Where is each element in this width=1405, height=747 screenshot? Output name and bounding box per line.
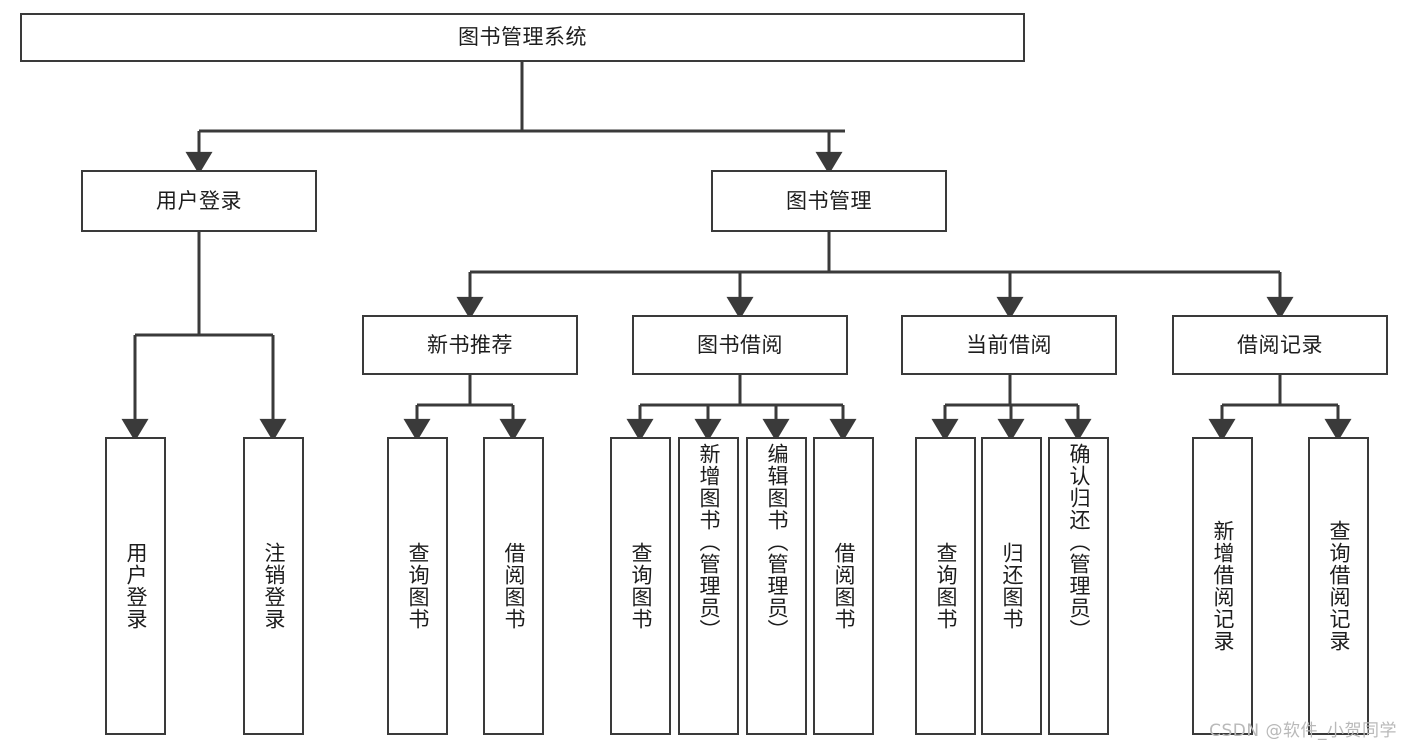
node-leaf-query-record[interactable]: 查询借阅记录 (1308, 437, 1369, 735)
node-new-book-recommend[interactable]: 新书推荐 (362, 315, 578, 375)
node-borrow-record[interactable]: 借阅记录 (1172, 315, 1388, 375)
node-leaf-confirm-return[interactable]: 确认归还（管理员） (1048, 437, 1109, 735)
node-leaf-user-login[interactable]: 用户登录 (105, 437, 166, 735)
node-leaf-query-book-1-label: 查询图书 (405, 542, 430, 630)
node-leaf-logout[interactable]: 注销登录 (243, 437, 304, 735)
node-leaf-user-login-label: 用户登录 (123, 542, 148, 630)
node-user-login-label: 用户登录 (156, 188, 242, 213)
node-book-manage-label: 图书管理 (786, 188, 872, 213)
node-leaf-return-book-label: 归还图书 (999, 542, 1024, 630)
node-leaf-logout-label: 注销登录 (261, 542, 286, 630)
node-leaf-edit-book[interactable]: 编辑图书（管理员） (746, 437, 807, 735)
node-leaf-query-book-1[interactable]: 查询图书 (387, 437, 448, 735)
node-leaf-add-record-label: 新增借阅记录 (1210, 520, 1235, 652)
node-current-borrow-label: 当前借阅 (966, 332, 1052, 357)
node-new-book-recommend-label: 新书推荐 (427, 332, 513, 357)
node-leaf-borrow-book-2[interactable]: 借阅图书 (813, 437, 874, 735)
node-current-borrow[interactable]: 当前借阅 (901, 315, 1117, 375)
node-leaf-query-book-3-label: 查询图书 (933, 542, 958, 630)
node-leaf-borrow-book-1-label: 借阅图书 (501, 542, 526, 630)
node-leaf-add-record[interactable]: 新增借阅记录 (1192, 437, 1253, 735)
node-leaf-return-book[interactable]: 归还图书 (981, 437, 1042, 735)
node-leaf-confirm-return-label: 确认归还（管理员） (1066, 443, 1091, 641)
node-leaf-borrow-book-1[interactable]: 借阅图书 (483, 437, 544, 735)
node-leaf-add-book-label: 新增图书（管理员） (696, 443, 721, 641)
node-borrow-record-label: 借阅记录 (1237, 332, 1323, 357)
node-leaf-borrow-book-2-label: 借阅图书 (831, 542, 856, 630)
node-user-login[interactable]: 用户登录 (81, 170, 317, 232)
node-leaf-edit-book-label: 编辑图书（管理员） (764, 443, 789, 641)
node-root-label: 图书管理系统 (458, 25, 587, 50)
node-book-borrow[interactable]: 图书借阅 (632, 315, 848, 375)
csdn-watermark: CSDN @软件_小贺同学 (1209, 721, 1397, 741)
node-leaf-query-book-3[interactable]: 查询图书 (915, 437, 976, 735)
node-book-manage[interactable]: 图书管理 (711, 170, 947, 232)
node-leaf-add-book[interactable]: 新增图书（管理员） (678, 437, 739, 735)
node-leaf-query-book-2-label: 查询图书 (628, 542, 653, 630)
node-leaf-query-book-2[interactable]: 查询图书 (610, 437, 671, 735)
node-book-borrow-label: 图书借阅 (697, 332, 783, 357)
node-leaf-query-record-label: 查询借阅记录 (1326, 520, 1351, 652)
node-root[interactable]: 图书管理系统 (20, 13, 1025, 62)
